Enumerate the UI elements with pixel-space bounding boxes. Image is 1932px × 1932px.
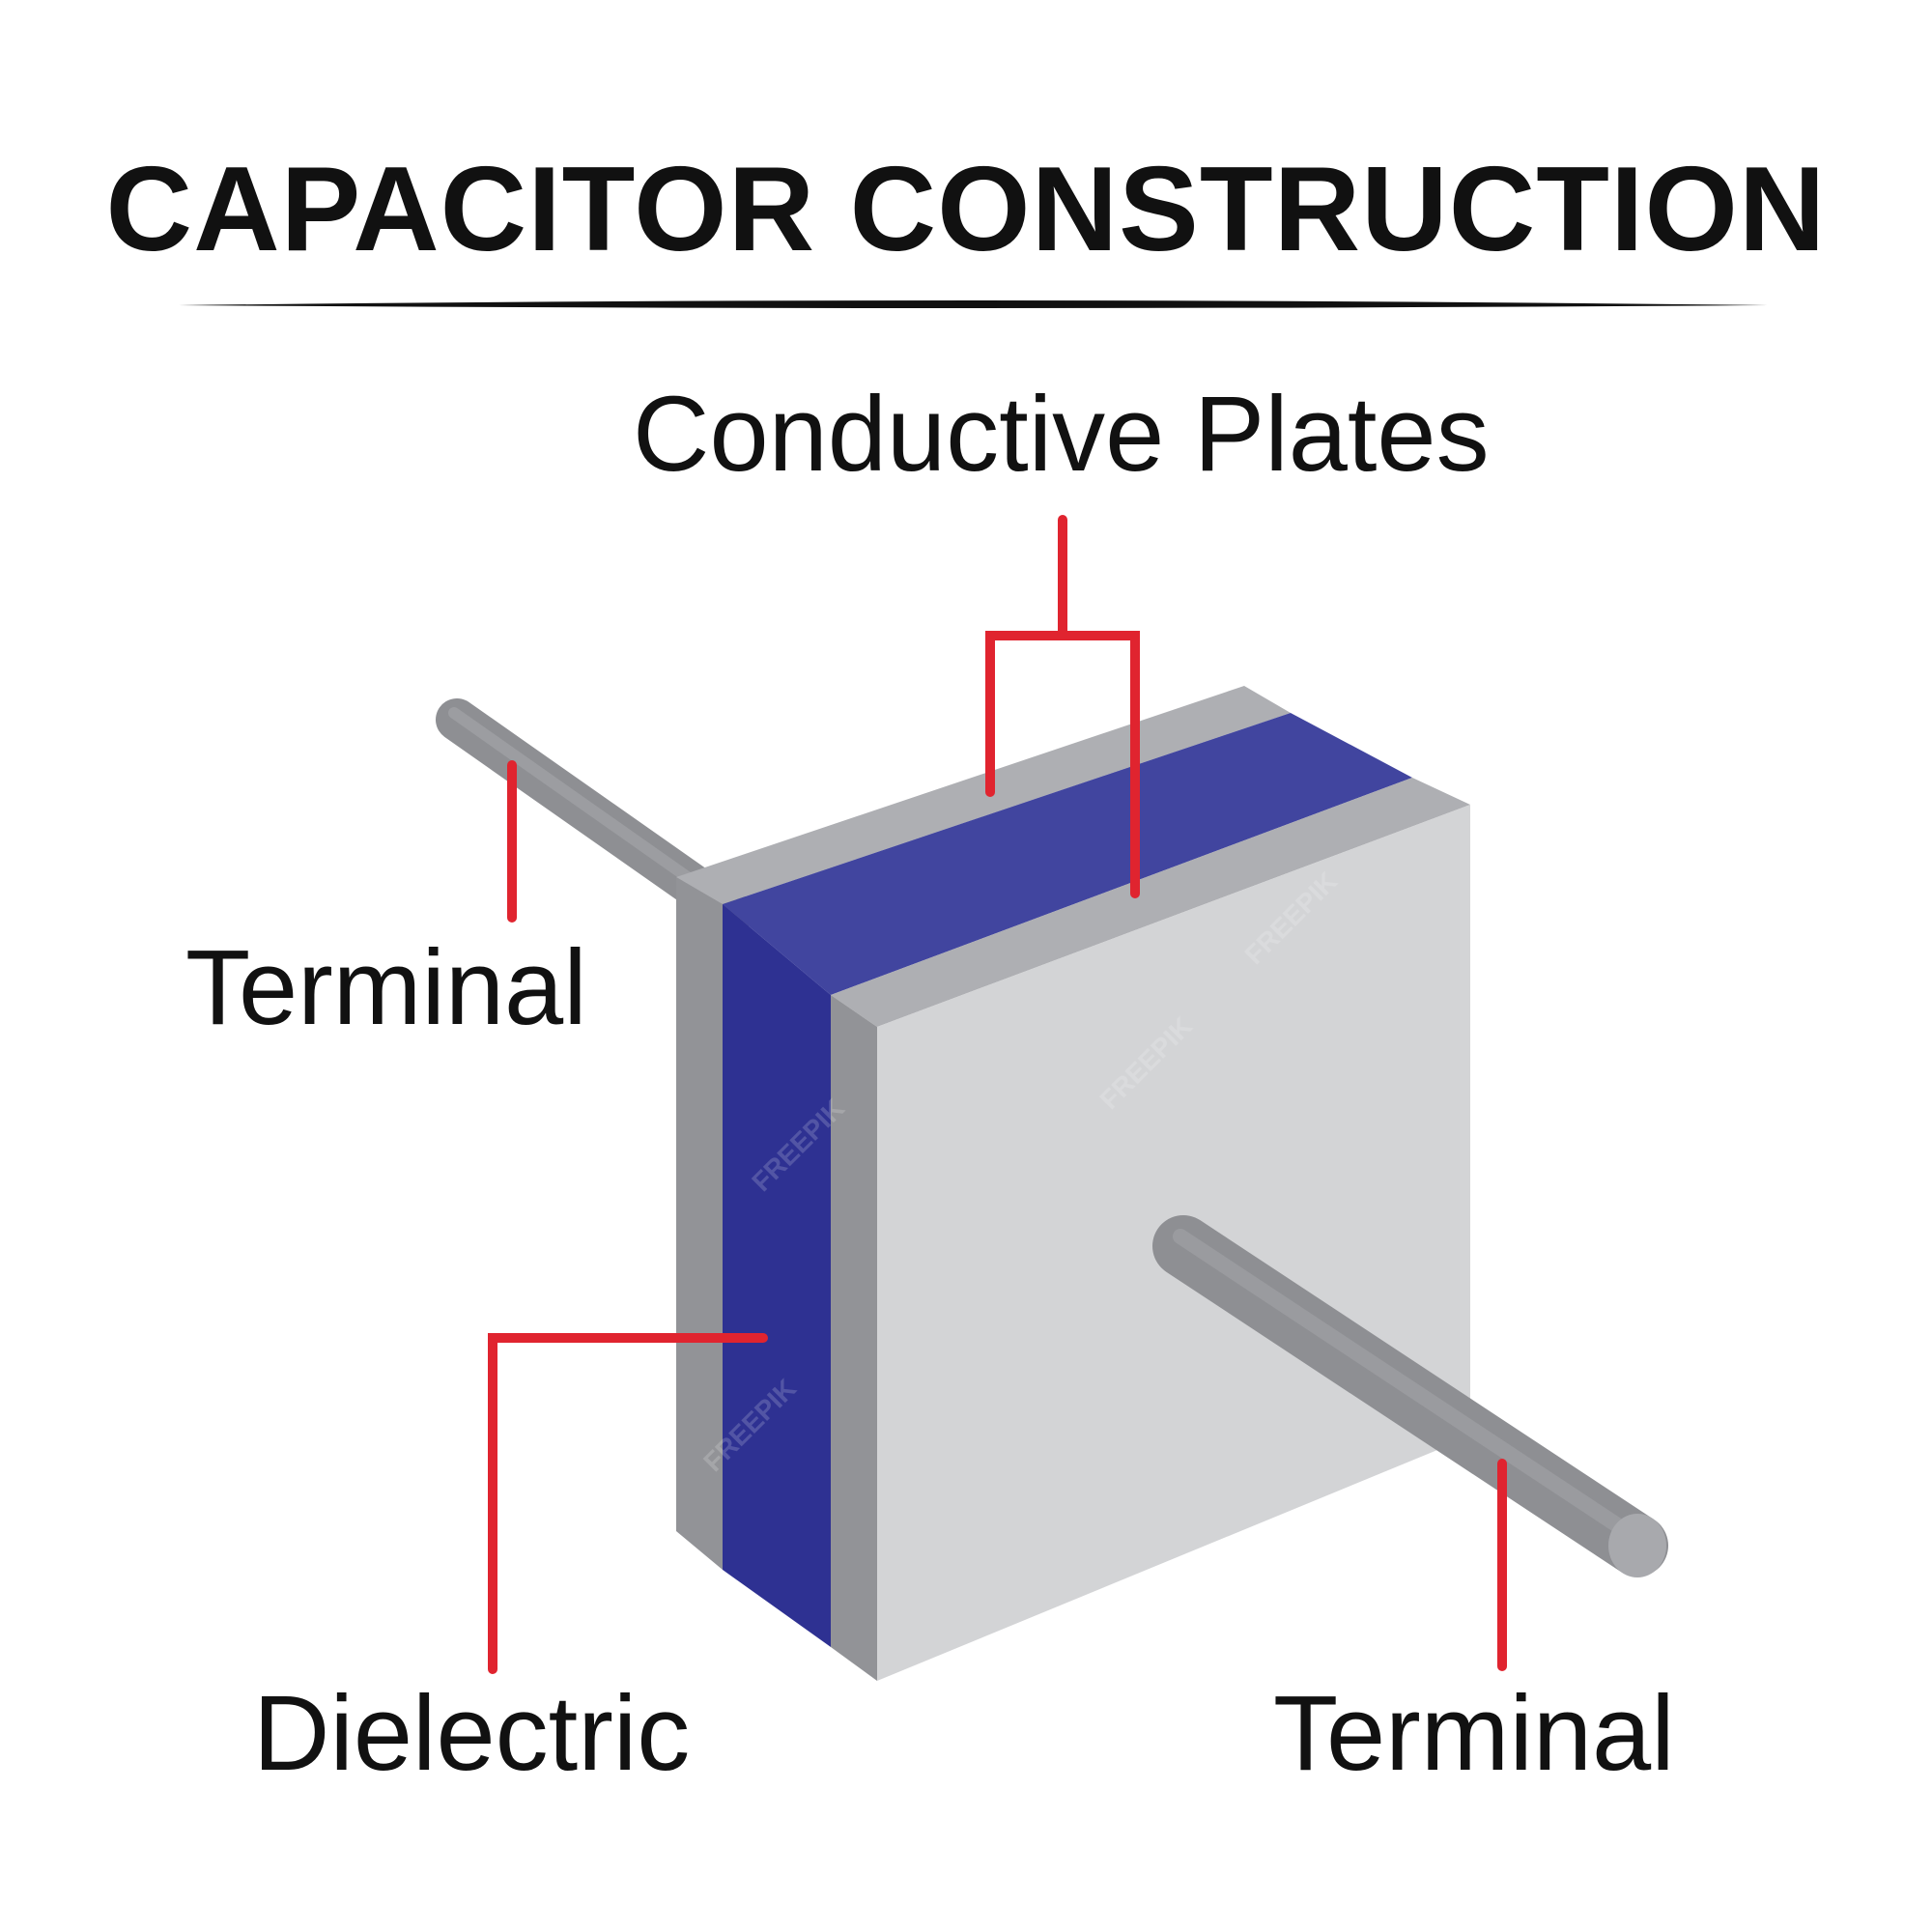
label-terminal-left: Terminal bbox=[185, 928, 587, 1047]
leader-line-dielectric bbox=[488, 1333, 768, 1674]
terminal-lead-right bbox=[1152, 1215, 1668, 1577]
leader-lines bbox=[488, 515, 1507, 1674]
label-terminal-right: Terminal bbox=[1273, 1674, 1675, 1793]
dielectric-layer bbox=[723, 713, 1412, 1647]
label-conductive-plates: Conductive Plates bbox=[633, 375, 1490, 494]
label-dielectric: Dielectric bbox=[253, 1674, 691, 1793]
diagram-title: CAPACITOR CONSTRUCTION bbox=[105, 143, 1827, 276]
